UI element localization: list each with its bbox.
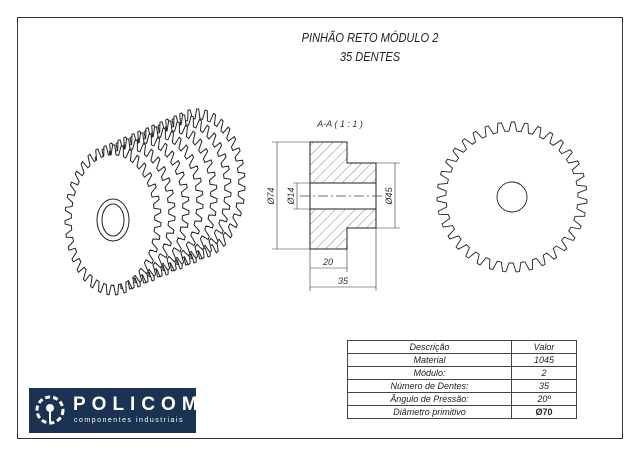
isometric-gear-view [64,108,246,296]
gear-logo-icon [35,395,65,425]
logo-name: POLICOMP [73,394,223,415]
table-row: Módulo:2 [347,366,577,380]
table-row: Ângulo de Pressão:20º [347,392,577,406]
dim-d14: Ø14 [286,187,296,205]
dim-d45: Ø45 [384,187,394,206]
logo-tagline: componentes industriais [74,417,184,424]
table-row: Número de Dentes:35 [347,379,577,393]
dim-35: 35 [338,276,349,286]
drawing-subtitle: 35 DENTES [339,49,401,64]
drawing-frame [17,17,623,439]
front-gear-view [436,121,588,273]
policomp-logo: POLICOMP componentes industriais [29,388,216,433]
section-view [272,141,400,291]
dim-20: 20 [322,257,333,267]
dim-d74: Ø74 [266,187,276,205]
drawing-title: PINHÃO RETO MÓDULO 2 [301,30,439,45]
section-label: A-A ( 1 : 1 ) [316,119,363,129]
